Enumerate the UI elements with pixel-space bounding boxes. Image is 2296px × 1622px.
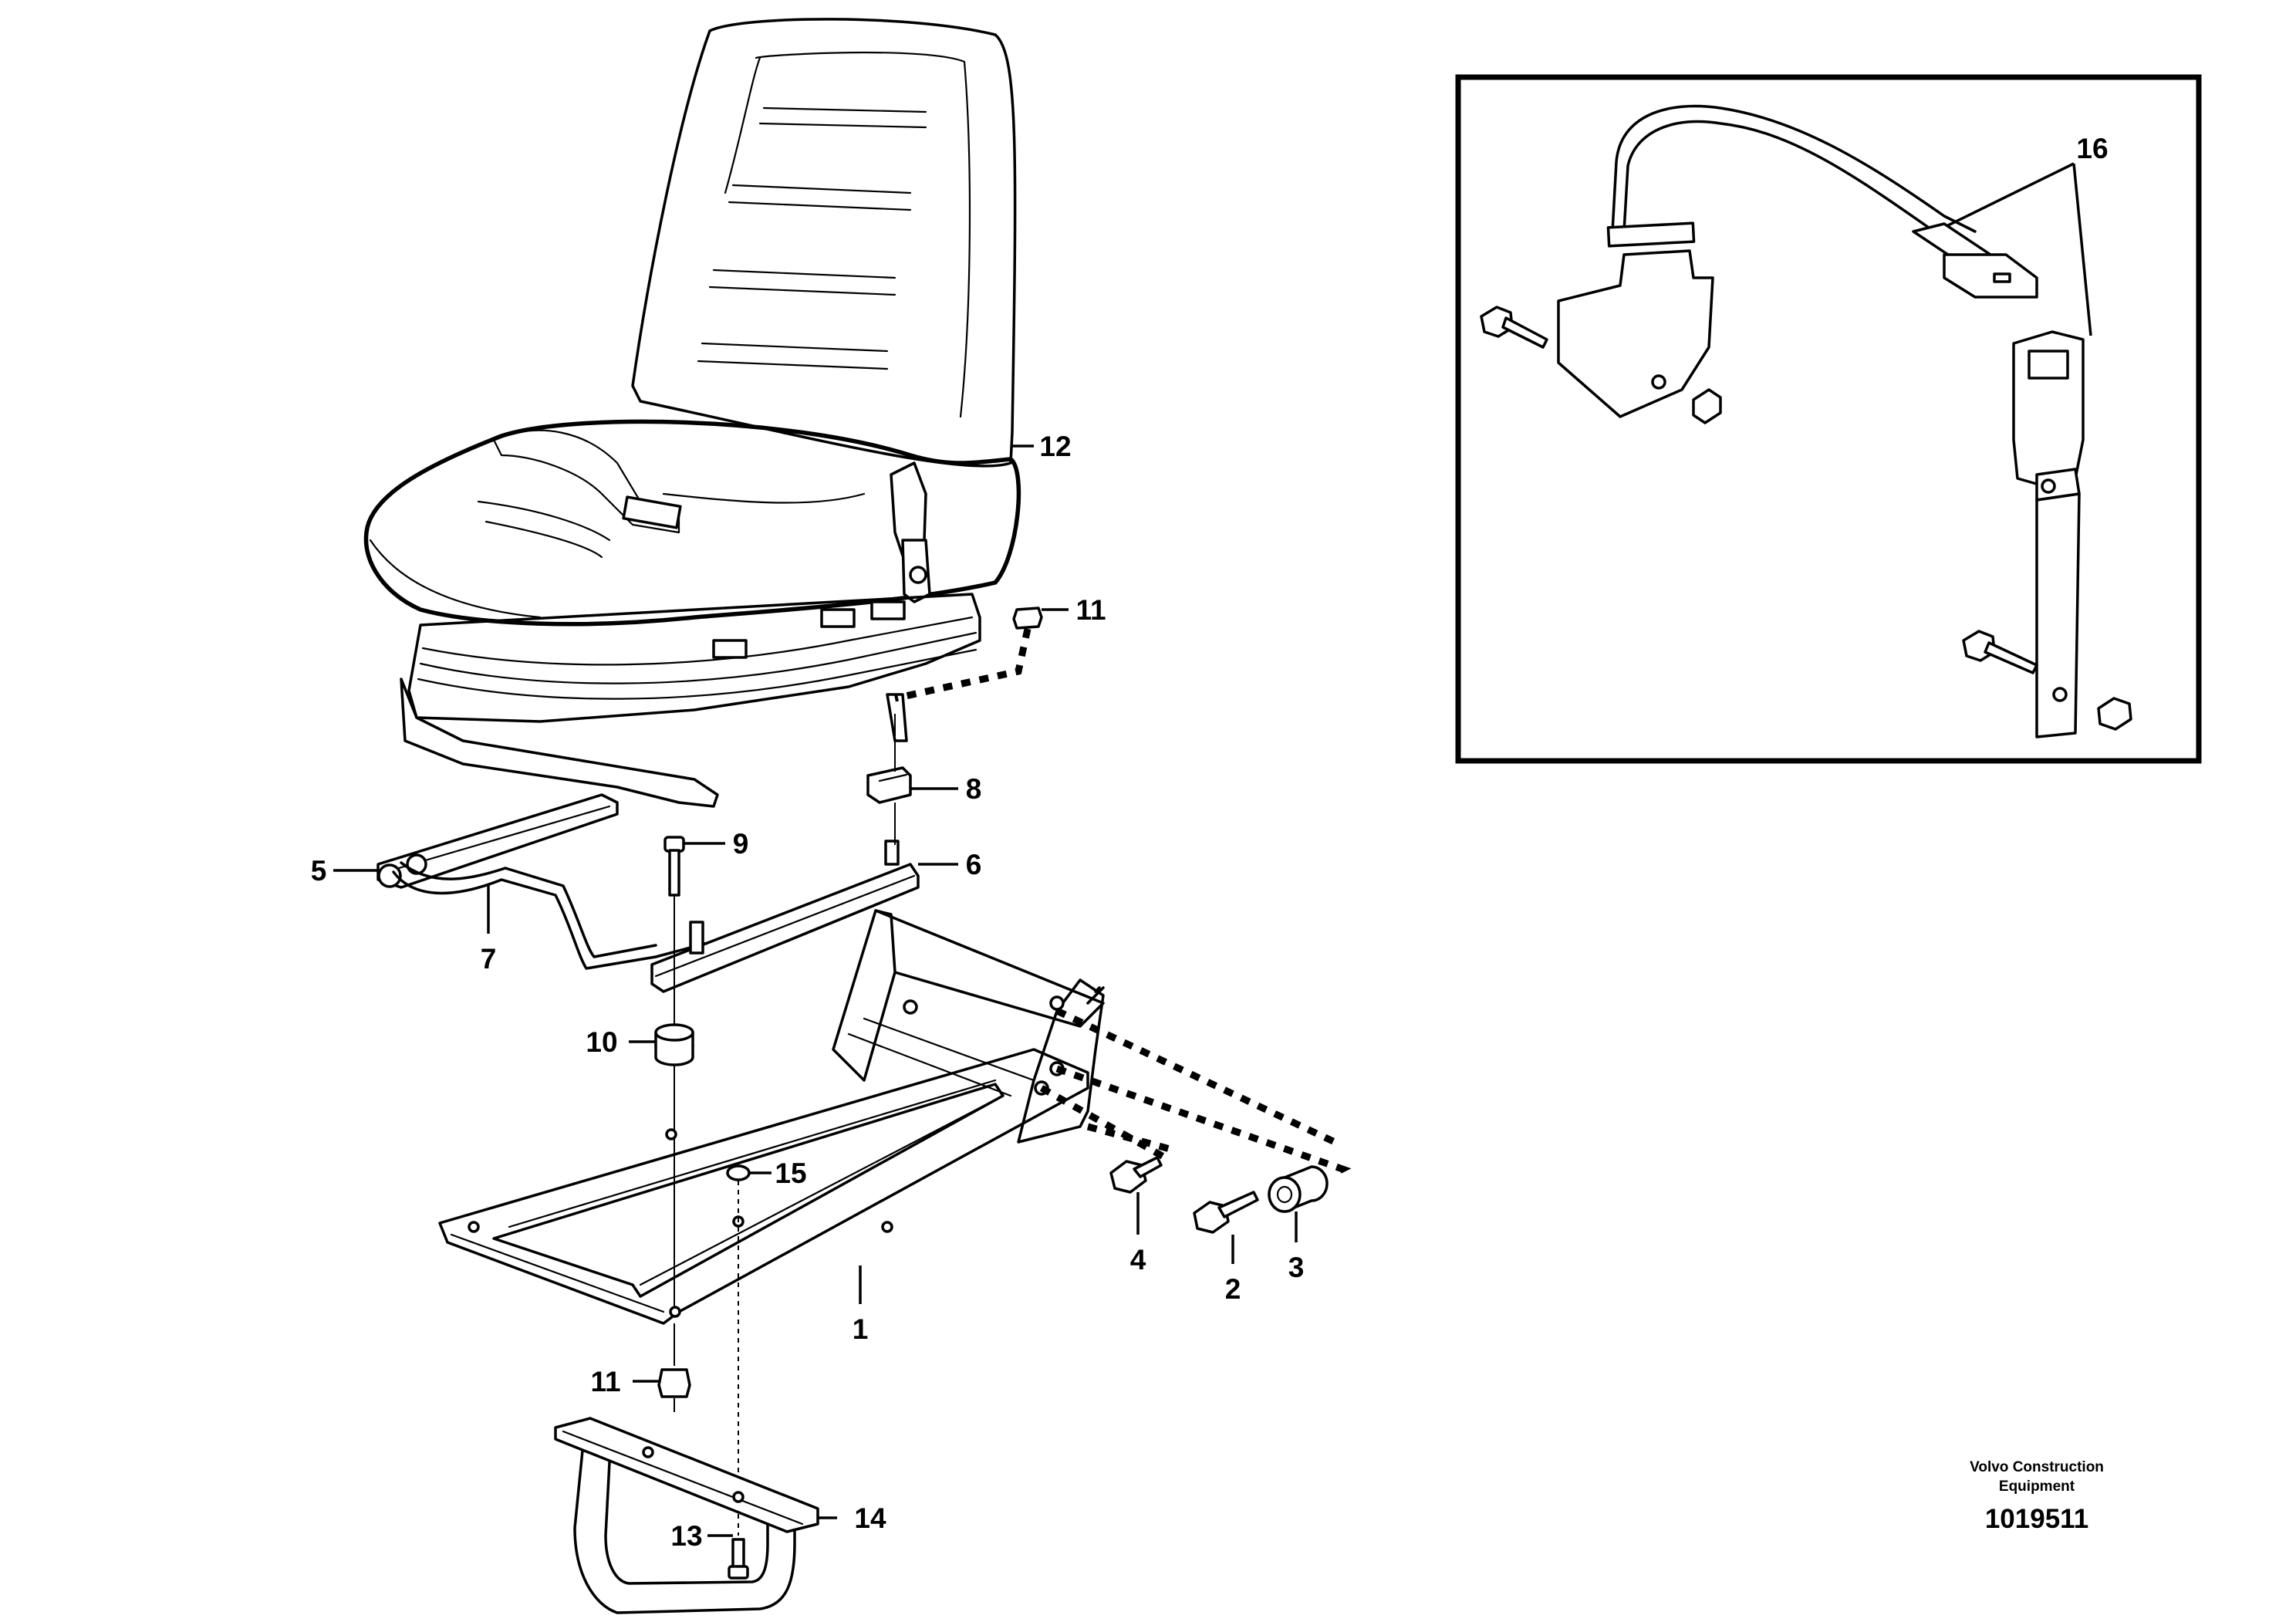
operator-seat [363,18,1021,808]
spacer [654,1023,694,1312]
belt-strap [1611,104,1977,233]
console-upright-right [1017,978,1105,1144]
brand-line-1: Volvo Construction [1970,1459,2104,1475]
console-upright-left [832,909,896,1082]
seat-backrest [631,18,1017,468]
sleeve [1268,1165,1329,1213]
callout-3: 3 [1288,1252,1305,1283]
callout-15: 15 [775,1157,806,1189]
console-base-plate [438,1048,1089,1325]
callout-10: 10 [586,1026,617,1058]
callout-2: 2 [1225,1273,1241,1305]
handle [554,1417,819,1614]
callout-13: 13 [670,1520,702,1552]
seat-console [438,909,1105,1325]
nut-lower [657,1323,691,1412]
callout-11-lower: 11 [590,1366,620,1397]
callout-16: 16 [2076,133,2108,164]
callout-7: 7 [481,943,497,975]
callout-6: 6 [966,849,982,880]
seat-belt-inset [1455,74,2202,764]
callout-5: 5 [311,855,327,887]
callout-12: 12 [1039,431,1071,462]
callout-8: 8 [966,773,982,805]
brand-line-2: Equipment [1999,1478,2075,1495]
mounting-bolt [663,836,685,1026]
hex-bolt [1193,1191,1259,1234]
callout-labels: 12 11 8 9 6 5 7 10 15 1 4 2 3 11 13 14 1… [311,133,2109,1552]
slide-rails [376,793,920,993]
belt-retractor [1557,249,1714,418]
callout-1: 1 [853,1313,869,1345]
callout-4: 4 [1130,1244,1146,1276]
leader-lines [333,444,1298,1537]
nut-upper [894,607,1043,702]
buckle-stalk [2035,492,2081,738]
drawing-number: 1019511 [1985,1504,2088,1534]
clip [866,714,912,845]
flange-bolt [1109,1156,1163,1194]
seat-lap-belt [492,429,680,534]
inset-frame [1455,74,2202,764]
callout-9: 9 [733,828,749,860]
adjust-lever [392,870,773,970]
slide-rail-left [376,793,619,889]
screw [728,1538,749,1580]
callout-14: 14 [854,1502,886,1534]
slide-rail-right [650,863,920,993]
callout-11-upper: 11 [1075,594,1106,626]
footer-block: Volvo Construction Equipment 1019511 [1970,1459,2104,1534]
